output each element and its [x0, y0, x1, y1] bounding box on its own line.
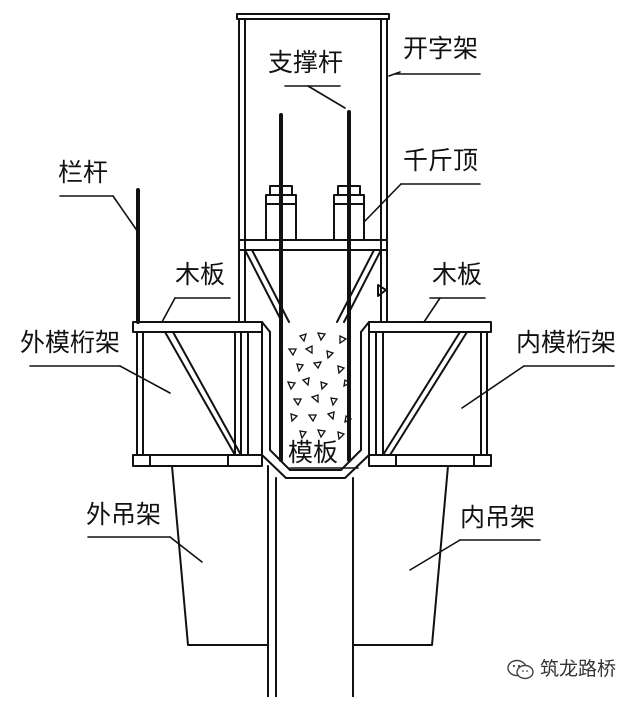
- leader-lines: [29, 71, 615, 571]
- label-formwork: 模板: [288, 438, 339, 467]
- label-outer-formwork-truss: 外模桁架: [20, 328, 121, 357]
- label-support-rod: 支撑杆: [268, 48, 344, 77]
- inner-hanging-frame: [352, 465, 449, 698]
- label-railing: 栏杆: [58, 158, 109, 187]
- label-wood-board-left: 木板: [175, 260, 226, 289]
- wechat-icon: [507, 659, 534, 680]
- label-inner-formwork-truss: 内模桁架: [516, 328, 617, 357]
- label-outer-hanging-frame: 外吊架: [86, 500, 162, 529]
- label-kaizijia: 开字架: [403, 34, 479, 63]
- outer-formwork-truss: [132, 321, 263, 467]
- formwork-shell: [261, 321, 370, 479]
- kaizijia-frame: [236, 13, 390, 323]
- outer-hanging-frame: [171, 465, 277, 698]
- inner-formwork-truss: [368, 321, 492, 467]
- label-wood-board-right: 木板: [432, 260, 483, 289]
- label-jack: 千斤顶: [403, 146, 479, 175]
- label-inner-hanging-frame: 内吊架: [460, 503, 536, 532]
- watermark-text: 筑龙路桥: [540, 658, 617, 680]
- concrete-fill: [286, 332, 353, 441]
